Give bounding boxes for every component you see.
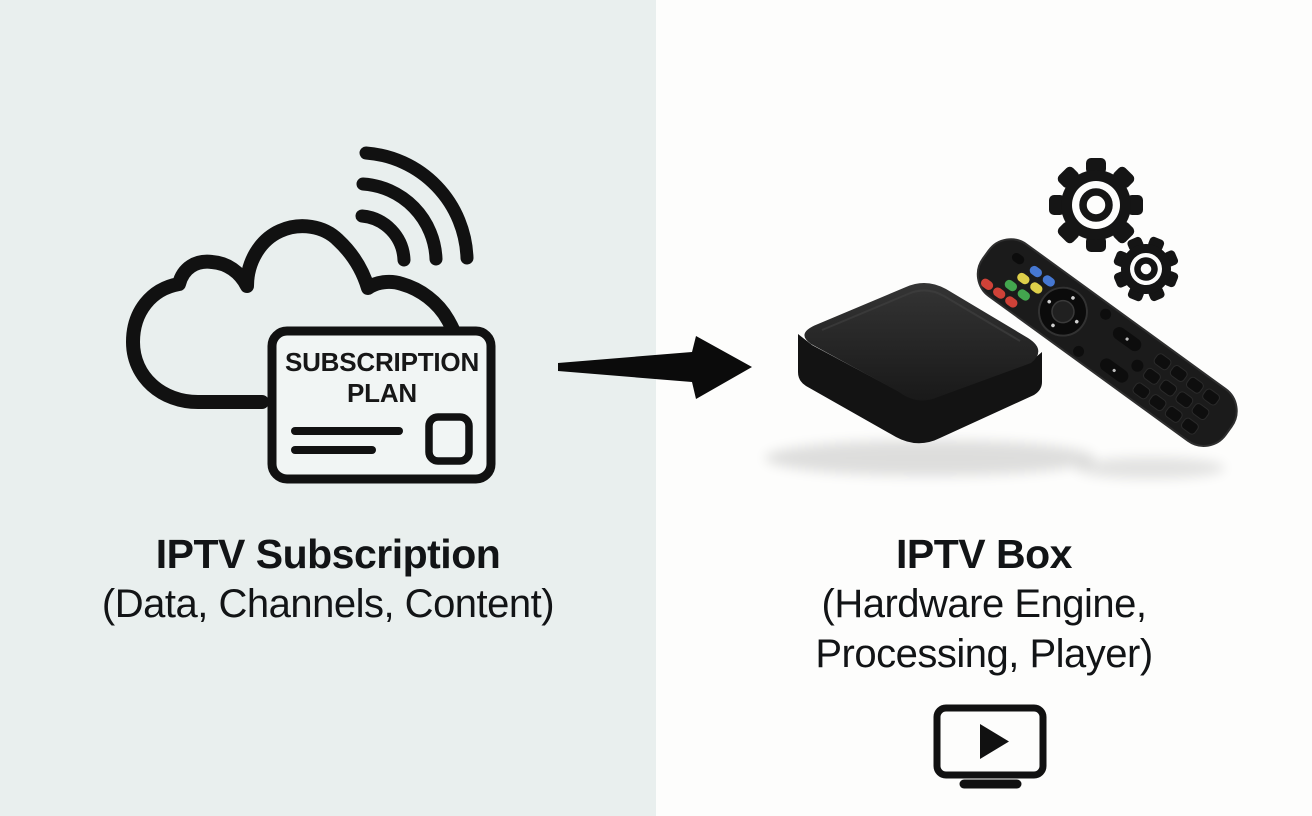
remote-red-buttons (980, 278, 1018, 308)
remote-dpad (1037, 286, 1088, 337)
cloud-icon (126, 219, 464, 409)
subscription-card-icon (267, 326, 496, 484)
remote-blue-buttons (1029, 265, 1055, 287)
right-subtitle-line-2: Processing, Player) (815, 632, 1153, 676)
remote-control-icon (976, 238, 1238, 447)
left-caption: IPTV Subscription (Data, Channels, Conte… (0, 529, 656, 629)
remote-green-buttons (1004, 279, 1030, 301)
tv-play-icon (933, 704, 1047, 789)
card-chip (425, 413, 473, 465)
card-line-1: SUBSCRIPTION (284, 347, 480, 377)
set-top-box-icon (765, 282, 1225, 479)
gears-icon (1049, 158, 1179, 302)
card-line-2: PLAN (347, 378, 417, 408)
play-icon (980, 724, 1009, 759)
right-subtitle-line-1: (Hardware Engine, (821, 582, 1148, 626)
remote-function-buttons (1073, 308, 1144, 383)
right-title: IPTV Box (896, 531, 1072, 577)
left-subtitle: (Data, Channels, Content) (101, 582, 555, 626)
right-caption: IPTV Box (Hardware Engine, Processing, P… (656, 529, 1312, 679)
wifi-signal-icon (355, 146, 474, 267)
subscription-card-label: SUBSCRIPTION PLAN (282, 347, 482, 409)
gear-large-icon (1049, 158, 1143, 252)
remote-yellow-buttons (1017, 272, 1043, 294)
remote-keypad (1132, 353, 1220, 435)
remote-color-buttons (980, 252, 1055, 308)
arrow-right-icon (558, 336, 752, 399)
gear-small-icon (1113, 236, 1179, 302)
left-title: IPTV Subscription (155, 531, 501, 577)
